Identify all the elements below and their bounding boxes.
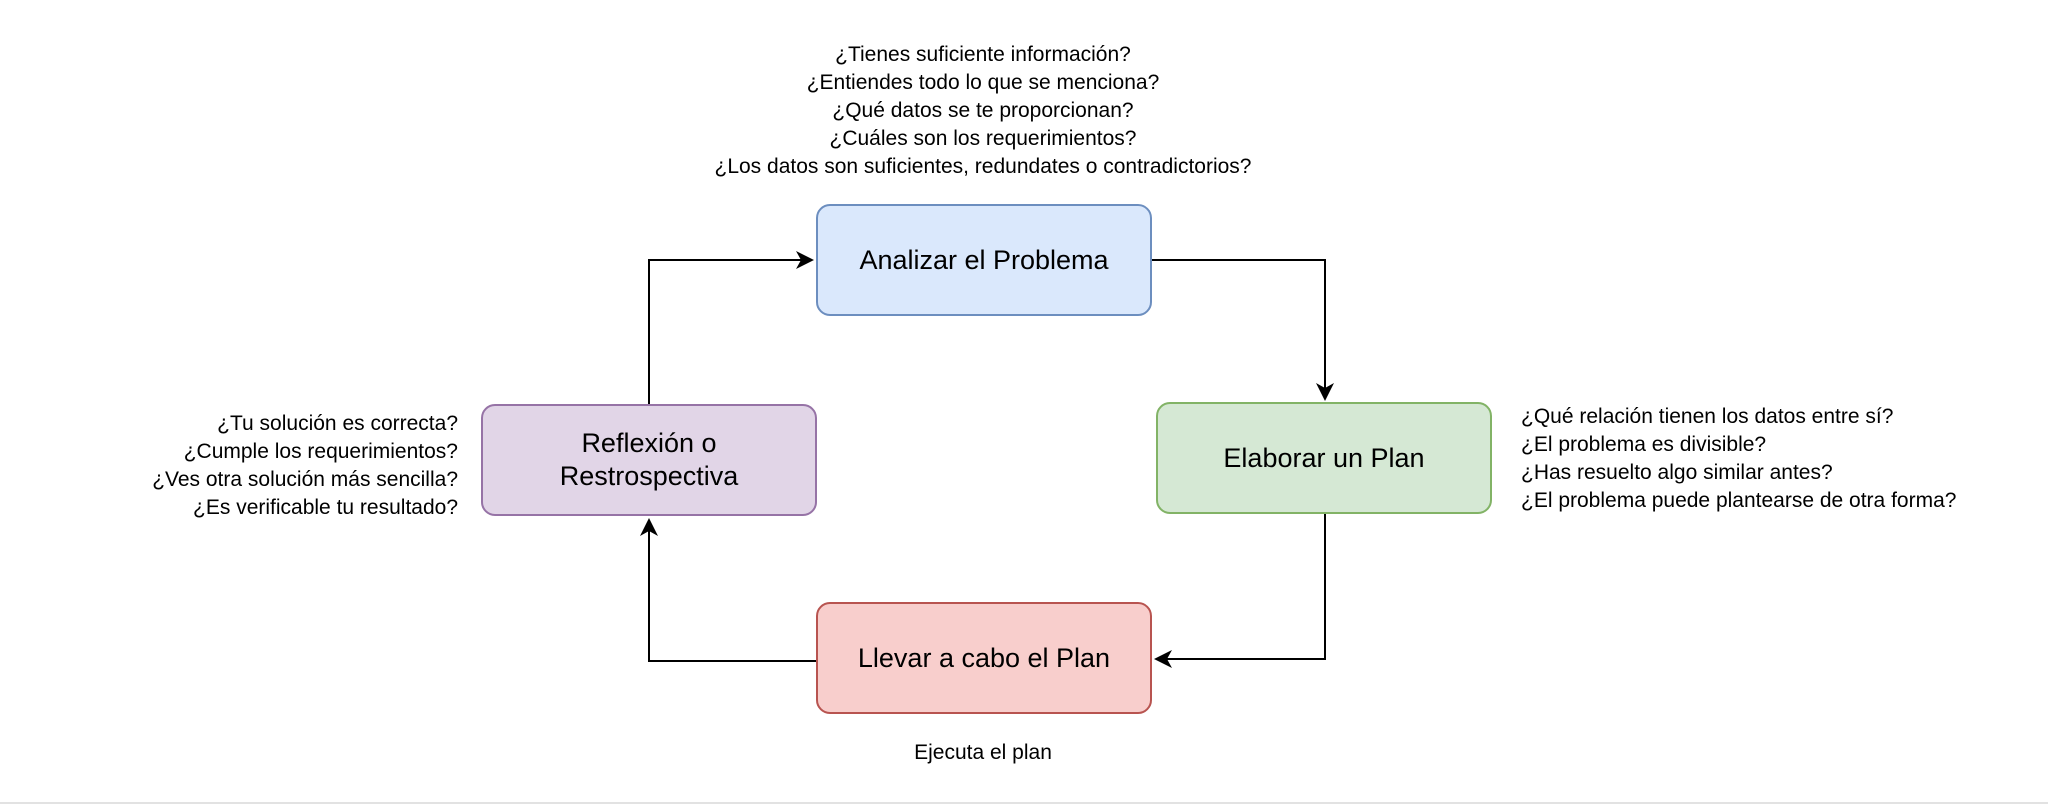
edge-plan-to-execute	[1156, 514, 1326, 660]
arrowhead-execute	[1154, 650, 1172, 668]
node-analyze-problem[interactable]: Analizar el Problema	[816, 204, 1152, 316]
reflect-question: ¿Ves otra solución más sencilla?	[152, 468, 458, 491]
analyze-question: ¿Los datos son suficientes, redundates o…	[714, 155, 1252, 178]
node-execute-plan[interactable]: Llevar a cabo el Plan	[816, 602, 1152, 714]
execute-caption-text: Ejecuta el plan	[914, 741, 1052, 764]
bottom-divider	[0, 802, 2048, 804]
node-label: Llevar a cabo el Plan	[857, 642, 1111, 673]
node-label: Analizar el Problema	[859, 244, 1109, 275]
reflect-questions: ¿Tu solución es correcta? ¿Cumple los re…	[60, 410, 458, 522]
arrowhead-analyze	[796, 251, 814, 269]
reflect-question: ¿Tu solución es correcta?	[217, 412, 458, 435]
arrowhead-reflect	[640, 518, 658, 536]
plan-question: ¿Has resuelto algo similar antes?	[1521, 461, 1833, 484]
analyze-question: ¿Entiendes todo lo que se menciona?	[806, 71, 1160, 94]
node-label-line: Reflexión o	[581, 428, 717, 458]
analyze-question: ¿Cuáles son los requerimientos?	[829, 127, 1137, 150]
node-label: Elaborar un Plan	[1223, 442, 1425, 473]
node-label-line: Restrospectiva	[559, 461, 739, 491]
analyze-questions: ¿Tienes suficiente información? ¿Entiend…	[683, 41, 1283, 181]
node-reflection[interactable]: Reflexión o Restrospectiva	[481, 404, 817, 516]
plan-question: ¿El problema es divisible?	[1521, 433, 1767, 456]
node-make-plan[interactable]: Elaborar un Plan	[1156, 402, 1492, 514]
edge-reflect-to-analyze	[648, 259, 812, 404]
plan-questions: ¿Qué relación tienen los datos entre sí?…	[1521, 403, 1956, 515]
plan-question: ¿El problema puede plantearse de otra fo…	[1521, 489, 1957, 512]
edge-execute-to-reflect	[648, 520, 816, 662]
analyze-question: ¿Tienes suficiente información?	[835, 43, 1131, 66]
node-label: Reflexión o Restrospectiva	[560, 427, 739, 493]
reflect-question: ¿Es verificable tu resultado?	[193, 496, 458, 519]
plan-question: ¿Qué relación tienen los datos entre sí?	[1521, 405, 1894, 428]
reflect-question: ¿Cumple los requerimientos?	[183, 440, 458, 463]
edge-analyze-to-plan	[1152, 259, 1326, 399]
analyze-question: ¿Qué datos se te proporcionan?	[832, 99, 1134, 122]
execute-caption: Ejecuta el plan	[883, 739, 1083, 767]
arrowhead-plan	[1316, 383, 1334, 401]
